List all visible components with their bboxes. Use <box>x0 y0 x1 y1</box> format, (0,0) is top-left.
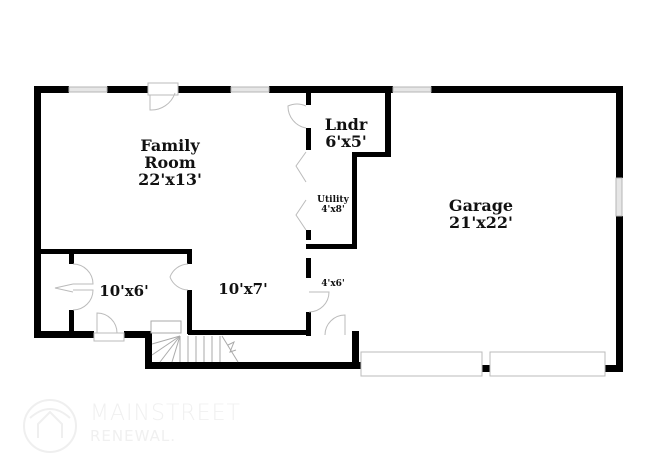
room-name: Garage <box>448 196 514 215</box>
room-name: Family <box>140 136 200 155</box>
room-label-4x6: 4'x6' <box>321 279 345 289</box>
garage-doors <box>360 351 606 377</box>
house-circle-icon <box>23 399 77 453</box>
room-label-laundry: Lndr 6'x5' <box>324 115 368 151</box>
room-dims: 4'x6' <box>321 279 345 289</box>
room-dims: 21'x22' <box>449 212 513 232</box>
watermark-logo: MAINSTREET RENEWAL. <box>20 396 240 456</box>
room-name: Utility <box>317 195 349 205</box>
room-label-family-room: Family Room 22'x13' <box>138 136 202 189</box>
door-swings <box>54 82 346 342</box>
room-label-10x7: 10'x7' <box>218 280 268 298</box>
room-label-10x6: 10'x6' <box>99 282 149 300</box>
room-dims: 22'x13' <box>138 169 202 189</box>
stairs <box>150 320 239 363</box>
room-dims: 6'x5' <box>325 131 367 151</box>
logo-line2: RENEWAL. <box>90 427 176 445</box>
room-dims: 4'x8' <box>321 204 345 215</box>
windows <box>68 86 623 217</box>
room-dims: 10'x6' <box>99 282 149 300</box>
room-label-garage: Garage 21'x22' <box>448 196 514 232</box>
room-dims: 10'x7' <box>218 280 268 298</box>
logo-line1: MAINSTREET <box>90 401 241 426</box>
room-name-line2: Room <box>144 152 196 172</box>
walls <box>34 86 623 372</box>
room-name: Lndr <box>324 115 368 134</box>
room-label-utility: Utility 4'x8' <box>317 195 349 216</box>
